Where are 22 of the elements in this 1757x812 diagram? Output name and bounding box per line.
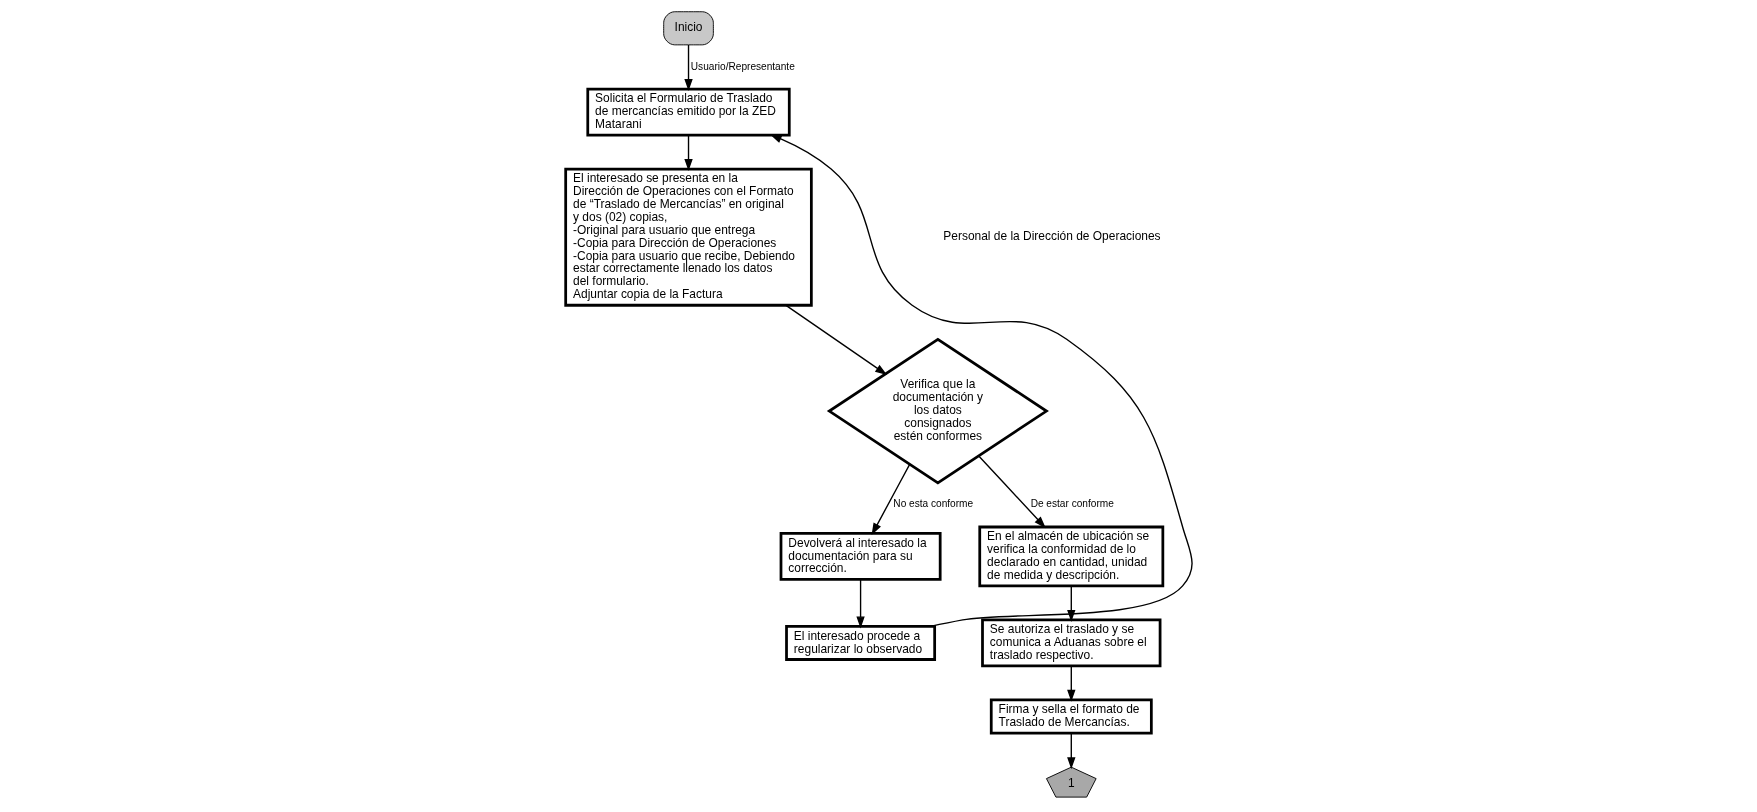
arrow xyxy=(769,134,1193,627)
arrow xyxy=(683,44,693,91)
arrow xyxy=(1066,665,1075,702)
node-diamond: Verifica que la documentación y los datos consignados estén conformes xyxy=(826,337,1049,485)
node-box: Inicio xyxy=(662,11,714,46)
arrow xyxy=(977,455,1046,529)
arrow xyxy=(683,134,693,171)
node-box: Devolverá al interesado la documentación para su corrección. xyxy=(779,532,942,581)
node-box: Firma y sella el formato de Traslado de Mercancías. xyxy=(989,698,1153,735)
node-box: Se autoriza el traslado y se comunica a Aduanas sobre el traslado respectivo. xyxy=(980,618,1161,668)
node-box: En el almacén de ubicación se verifica la conformidad de lo declarado en cantidad, unidad de medida y descripción. xyxy=(977,525,1164,588)
node-box: El interesado se presenta en la Dirección de Operaciones con el Formato de “Traslado de Mercancías” en original y dos (02) copias, -Original para usuario que entrega -Copia para Dirección de Operaciones -Copia para usuario que recibe, Debiendo estar correctamente llenado los datos del formulario. Adjuntar copia de la Factura xyxy=(563,167,813,307)
label: Personal de la Dirección de Operaciones xyxy=(942,229,1161,244)
node-box: El interesado procede a regularizar lo observado xyxy=(784,625,936,661)
arrow xyxy=(784,304,887,376)
arrow xyxy=(1066,732,1075,770)
edge-label: Usuario/Representante xyxy=(690,60,795,72)
arrow xyxy=(855,578,865,629)
edge-label: De estar conforme xyxy=(1030,498,1114,510)
arrow xyxy=(871,463,910,536)
node-box: Solicita el Formulario de Traslado de mercancías emitido por la ZED Matarani xyxy=(585,87,791,137)
edge-label: No esta conforme xyxy=(892,498,973,510)
